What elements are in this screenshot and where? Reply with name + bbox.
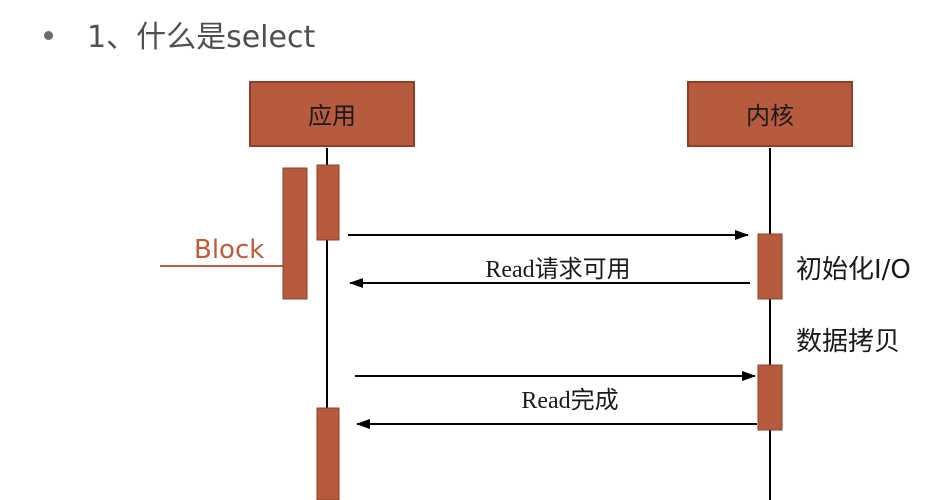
- note-init-io: 初始化I/O: [796, 255, 911, 285]
- participant-kernel-label: 内核: [746, 102, 794, 130]
- message-label-read-available: Read请求可用: [485, 256, 630, 283]
- heading-row: 1、什么是select: [44, 12, 315, 56]
- participant-kernel: 内核: [687, 81, 853, 147]
- block-label: Block: [194, 235, 264, 265]
- participant-app: 应用: [249, 81, 415, 147]
- participant-kernel-box: [687, 81, 853, 147]
- bullet-icon: [44, 30, 53, 40]
- heading-text: 1、什么是select: [87, 20, 316, 55]
- participant-app-box: [249, 81, 415, 147]
- app-activation-bar-1: [316, 164, 340, 241]
- message-label-read-done: Read完成: [521, 387, 618, 414]
- note-data-copy: 数据拷贝: [796, 327, 900, 357]
- participant-app-label: 应用: [308, 102, 356, 130]
- kernel-activation-bar-1: [757, 233, 783, 300]
- app-activation-bar-2: [316, 407, 340, 500]
- kernel-activation-bar-2: [757, 364, 783, 431]
- block-activation-bar: [282, 167, 308, 300]
